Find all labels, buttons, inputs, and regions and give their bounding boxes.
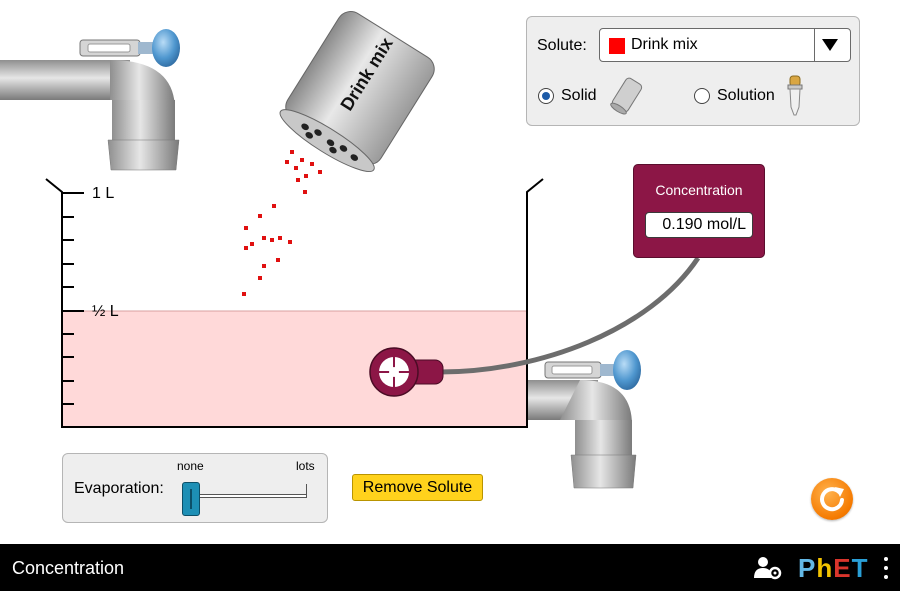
- solvent-faucet[interactable]: [0, 29, 180, 171]
- solution-radio-label: Solution: [717, 87, 775, 104]
- reset-arrow-icon: [820, 487, 844, 512]
- shaker-small-icon: [610, 77, 643, 115]
- faucet-knob-icon: [152, 29, 180, 67]
- evaporation-max-label: lots: [296, 459, 315, 473]
- phet-logo-p: P: [798, 553, 817, 583]
- solution-radio-option[interactable]: Solution: [693, 75, 853, 116]
- reset-all-button[interactable]: [811, 478, 853, 520]
- evaporation-panel: Evaporation: none lots: [62, 453, 328, 523]
- beaker-label-1l: 1 L: [92, 185, 115, 202]
- phet-logo-h: h: [816, 553, 834, 583]
- phet-logo[interactable]: PhET: [798, 553, 868, 584]
- solution: [62, 311, 527, 427]
- evaporation-min-label: none: [177, 459, 204, 473]
- solid-radio-option[interactable]: Solid: [537, 77, 657, 115]
- solute-combo-box[interactable]: Drink mix: [599, 28, 851, 62]
- evaporation-slider-thumb[interactable]: [182, 482, 200, 516]
- meter-readout: 0.190 mol/L: [645, 212, 753, 238]
- meter-title: Concentration: [655, 182, 743, 198]
- phet-logo-e: E: [833, 553, 852, 583]
- concentration-probe[interactable]: [369, 347, 444, 397]
- kebab-menu-icon[interactable]: [883, 557, 889, 579]
- evaporation-slider-track[interactable]: [185, 494, 307, 498]
- slider-tick-lots: [306, 484, 307, 496]
- drink-mix-shaker[interactable]: [274, 6, 439, 180]
- solute-color-swatch: [609, 38, 625, 54]
- phet-logo-t: T: [851, 553, 869, 583]
- beaker-label-half-l: ½ L: [92, 303, 119, 320]
- dropper-icon: [787, 75, 803, 116]
- user-settings-icon[interactable]: [754, 556, 782, 580]
- evaporation-label: Evaporation:: [74, 480, 164, 497]
- concentration-meter[interactable]: Concentration 0.190 mol/L: [633, 164, 765, 258]
- beaker: [45, 178, 544, 428]
- sim-scene: Drink mix: [0, 6, 701, 489]
- remove-solute-button[interactable]: Remove Solute: [352, 474, 483, 501]
- solute-label: Solute:: [537, 37, 587, 54]
- combo-separator: [814, 29, 815, 61]
- solution-radio[interactable]: [694, 88, 710, 104]
- solid-radio[interactable]: [538, 88, 554, 104]
- sim-title: Concentration: [12, 558, 125, 578]
- beaker-ticks: [62, 192, 84, 405]
- drain-faucet[interactable]: [528, 350, 641, 489]
- solid-radio-label: Solid: [561, 87, 597, 104]
- solute-panel: Solute: Drink mix Solid Solution: [526, 16, 860, 126]
- chevron-down-icon[interactable]: [822, 39, 838, 51]
- faucet-knob-icon: [613, 350, 641, 390]
- solute-selected: Drink mix: [631, 36, 698, 53]
- probe-cable: [439, 256, 701, 375]
- navigation-bar: Concentration PhET: [0, 544, 900, 591]
- solute-particles: [242, 150, 322, 296]
